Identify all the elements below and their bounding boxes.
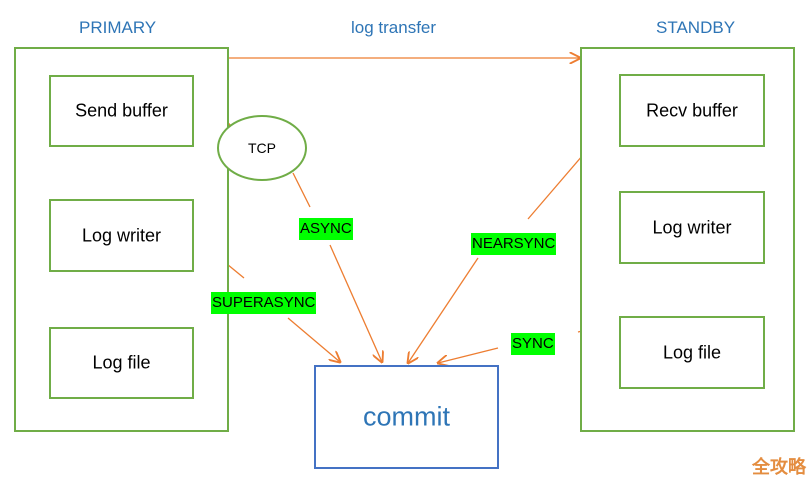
nearsync-to-commit-arrow (408, 257, 479, 363)
async-mode-tag: ASYNC (299, 218, 353, 240)
primary-title: PRIMARY (79, 18, 157, 37)
superasync-mode-tag: SUPERASYNC (211, 292, 317, 314)
tcp-to-async-line (292, 172, 311, 208)
nearsync-mode-tag: NEARSYNC (471, 233, 557, 255)
primary-log-writer: Log writer (49, 199, 194, 272)
primary-log-file-label: Log file (92, 352, 151, 373)
standby-recv-buffer: Recv buffer (619, 74, 765, 147)
standby-title: STANDBY (656, 18, 736, 37)
primary-log-writer-label: Log writer (81, 225, 162, 245)
primary-send-buffer: Send buffer (49, 75, 194, 147)
commit-box: commit (314, 365, 499, 469)
tcp-node: TCP (217, 115, 307, 181)
sync-mode-tag: SYNC (511, 333, 555, 355)
async-to-commit-arrow (329, 244, 382, 362)
watermark-logo: 全攻略 (752, 457, 806, 477)
recv-buffer-label: Recv buffer (646, 100, 738, 120)
primary-log-file: Log file (49, 327, 194, 399)
commit-label: commit (363, 401, 450, 432)
send-buffer-label: Send buffer (75, 100, 168, 121)
tcp-label: TCP (248, 140, 276, 156)
standby-log-writer: Log writer (619, 191, 765, 264)
log-transfer-label: log transfer (351, 18, 437, 37)
standby-log-writer-label: Log writer (652, 217, 732, 237)
standby-log-file-label: Log file (662, 342, 722, 362)
standby-log-file: Log file (619, 316, 765, 389)
superasync-to-commit-arrow (287, 317, 340, 362)
sync-to-commit-arrow (438, 347, 499, 363)
